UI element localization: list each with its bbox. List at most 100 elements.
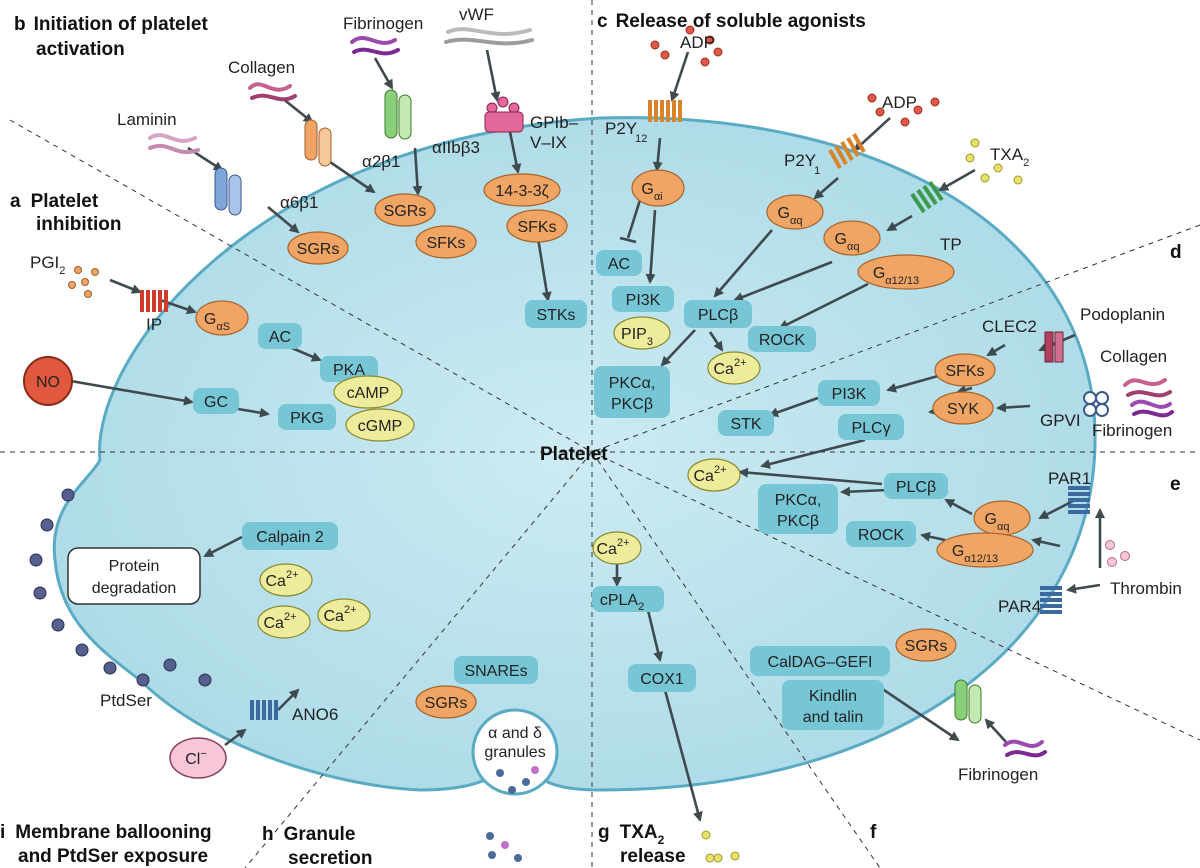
a2b1-receptor-icon <box>304 119 332 167</box>
svg-text:Ca2+: Ca2+ <box>264 611 297 632</box>
receptor-glyphs <box>140 89 1109 724</box>
cpla2-node: cPLA2 <box>592 586 664 613</box>
cgmp-node: cGMP <box>345 408 415 442</box>
p1433-node: 14-3-3ζ <box>483 173 561 207</box>
sgrs-f-node: SGRs <box>895 628 957 662</box>
svg-text:Ca2+: Ca2+ <box>694 464 727 485</box>
svg-text:ROCK: ROCK <box>759 332 806 349</box>
svg-text:AC: AC <box>608 256 630 273</box>
txa2-dots <box>701 138 1023 863</box>
svg-text:secretion: secretion <box>288 848 372 868</box>
camp-node: cAMP <box>333 375 403 409</box>
svg-text:α6β1: α6β1 <box>280 193 319 212</box>
svg-text:Gα12/13: Gα12/13 <box>873 265 919 287</box>
pi3k-d-node: PI3K <box>818 380 880 406</box>
vwf-fiber <box>446 27 532 36</box>
svg-text:Gα12/13: Gα12/13 <box>952 543 998 565</box>
svg-text:Protein: Protein <box>109 558 160 575</box>
svg-text:SFKs: SFKs <box>426 235 465 252</box>
integrin-f-receptor-icon <box>954 679 982 724</box>
syk-node: SYK <box>932 391 994 425</box>
gc-node: GC <box>193 388 239 414</box>
svg-text:SGRs: SGRs <box>384 203 427 220</box>
svg-text:PKCβ: PKCβ <box>611 396 653 413</box>
collagen-d-fiber <box>1123 378 1167 387</box>
collagen-b-fiber <box>248 82 292 92</box>
svg-text:activation: activation <box>36 39 125 60</box>
plcb-e-node: PLCβ <box>884 473 948 499</box>
orange-nodes: SGRs SGRs SFKs 14-3-3ζ SFKs Gαi Gαq Gαq … <box>195 169 1034 719</box>
ca-g-node: Ca2+ <box>592 531 642 565</box>
svg-text:Gαq: Gαq <box>835 231 860 253</box>
svg-text:Cl−: Cl− <box>185 748 207 768</box>
svg-text:PKCα,: PKCα, <box>775 492 822 509</box>
fibrinogen-f-fiber <box>1003 739 1044 748</box>
svg-text:degradation: degradation <box>92 580 177 597</box>
svg-text:Podoplanin: Podoplanin <box>1080 305 1165 324</box>
svg-text:e: e <box>1170 474 1181 495</box>
ca-i1-node: Ca2+ <box>259 563 313 597</box>
ca-i2-node: Ca2+ <box>257 605 311 639</box>
rock-c-node: ROCK <box>748 326 816 352</box>
ga1213-c-node: Gα12/13 <box>857 254 955 290</box>
p2y1-receptor-icon <box>828 133 866 169</box>
ca-i3-node: Ca2+ <box>317 598 371 632</box>
snares-node: SNAREs <box>454 656 538 684</box>
ga1213-e-node: Gα12/13 <box>936 532 1034 568</box>
svg-text:PLCβ: PLCβ <box>896 479 936 496</box>
sgrs-h-node: SGRs <box>415 685 477 719</box>
svg-text:PI3K: PI3K <box>626 292 661 309</box>
sgrs-b2-node: SGRs <box>374 193 436 227</box>
rock-e-node: ROCK <box>846 521 916 547</box>
par1-receptor-icon <box>1068 486 1090 514</box>
svg-text:αIIbβ3: αIIbβ3 <box>432 138 480 157</box>
sfks-b1-node: SFKs <box>415 225 477 259</box>
svg-text:Laminin: Laminin <box>117 110 177 129</box>
svg-text:ANO6: ANO6 <box>292 705 338 724</box>
svg-text:Gαi: Gαi <box>641 181 662 203</box>
teal-nodes: STKs AC PI3K PLCβ ROCK PKCα,PKCβ AC PKA … <box>193 250 948 730</box>
svg-text:CalDAG–GEFI: CalDAG–GEFI <box>768 654 873 671</box>
svg-text:cPLA2: cPLA2 <box>600 592 644 613</box>
svg-text:PKCα,: PKCα, <box>609 375 656 392</box>
svg-text:f: f <box>870 822 877 843</box>
caldag-node: CalDAG–GEFI <box>750 646 890 676</box>
svg-text:SNAREs: SNAREs <box>464 663 527 680</box>
ptdser-beads <box>29 488 212 687</box>
svg-text:PGI2: PGI2 <box>30 253 65 277</box>
clec2-receptor-icon <box>1044 331 1064 363</box>
plcb-c-node: PLCβ <box>684 300 752 328</box>
ip-receptor-icon <box>140 290 168 312</box>
sgrs-b1-node: SGRs <box>287 231 349 265</box>
svg-text:14-3-3ζ: 14-3-3ζ <box>495 183 548 200</box>
svg-text:Ca2+: Ca2+ <box>324 604 357 625</box>
svg-text:α2β1: α2β1 <box>362 152 401 171</box>
svg-text:AC: AC <box>269 329 291 346</box>
fibrinogen-b-fiber <box>350 36 397 45</box>
stks-node: STKs <box>525 300 587 328</box>
granule-dots <box>486 766 539 862</box>
yellow-nodes: PIP3 Ca2+ cAMP cGMP Ca2+ Ca2+ Ca2+ Ca2+ … <box>257 316 761 639</box>
inhibit-line <box>619 199 642 244</box>
svg-text:SGRs: SGRs <box>425 695 468 712</box>
fibrinogen-d-fiber <box>1130 399 1172 409</box>
svg-text:V–IX: V–IX <box>530 133 567 152</box>
svg-text:CLEC2: CLEC2 <box>982 317 1037 336</box>
ligand-labels: Laminin Collagen Fibrinogen vWF ADP ADP … <box>30 5 1182 784</box>
sfks-b2-node: SFKs <box>506 209 568 243</box>
sfks-d-node: SFKs <box>934 353 996 387</box>
svg-text:and talin: and talin <box>803 709 864 726</box>
svg-text:PKA: PKA <box>333 362 365 379</box>
adp-dots <box>650 25 940 127</box>
svg-text:SGRs: SGRs <box>905 638 948 655</box>
gaq-e-node: Gαq <box>973 500 1031 536</box>
